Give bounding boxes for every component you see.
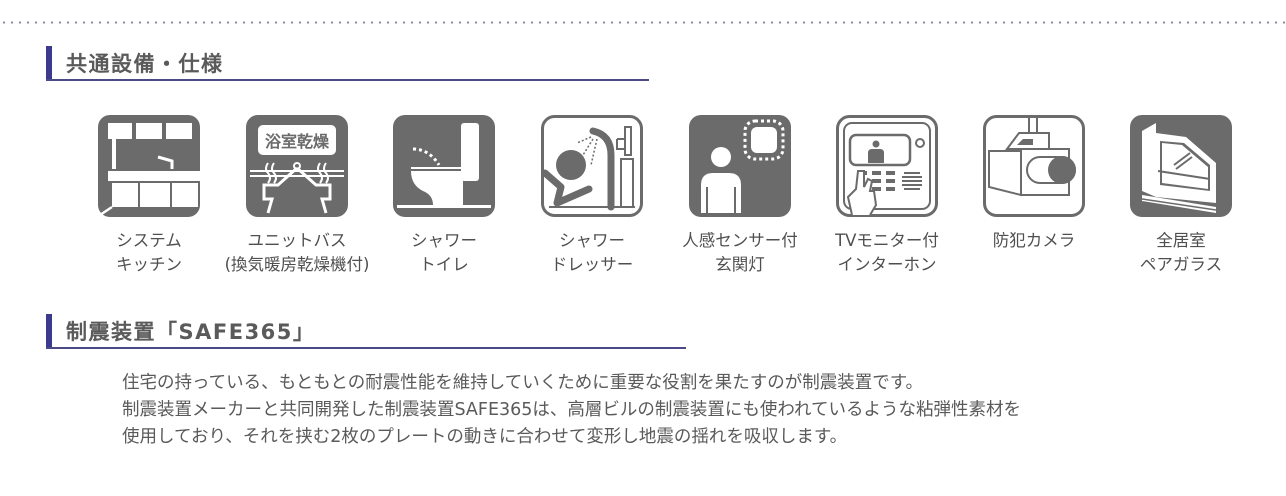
- tv-intercom-icon: [836, 115, 938, 217]
- equipment-item-unit-bath: 浴室乾燥 ユニットバス (換気暖房乾燥機付): [222, 115, 372, 277]
- equipment-label: シャワー トイレ: [411, 231, 477, 274]
- security-camera-icon: [983, 115, 1085, 217]
- equipment-label: 人感センサー付 玄関灯: [682, 231, 798, 274]
- equipment-item-shower-toilet: シャワー トイレ: [369, 115, 519, 277]
- heading-underline: [46, 347, 686, 349]
- equipment-item-security-camera: 防犯カメラ: [959, 115, 1109, 253]
- equipment-label: 全居室 ペアガラス: [1139, 231, 1223, 274]
- heading-underline: [46, 79, 649, 81]
- heading-title: 共通設備・仕様: [66, 52, 224, 76]
- paragraph-line: 制震装置メーカーと共同開発した制震装置SAFE365は、高層ビルの制震装置にも使…: [122, 400, 1022, 420]
- paragraph-line: 住宅の持っている、もともとの耐震性能を維持していくために重要な役割を果たすのが制…: [122, 373, 923, 393]
- shower-toilet-icon: [393, 115, 495, 217]
- paragraph-line: 使用しており、それを挟む2枚のプレートの動きに合わせて変形し地震の揺れを吸収しま…: [122, 427, 848, 447]
- shower-dresser-icon: [541, 115, 643, 217]
- system-kitchen-icon: [98, 115, 200, 217]
- equipment-label: 防犯カメラ: [992, 231, 1076, 250]
- equipment-item-pair-glass: 全居室 ペアガラス: [1106, 115, 1256, 277]
- pair-glass-icon: [1130, 115, 1232, 217]
- equipment-label: TVモニター付 インターホン: [835, 231, 939, 274]
- dotted-divider: [0, 21, 1286, 24]
- heading-title: 制震装置「SAFE365」: [66, 320, 316, 344]
- equipment-item-shower-dresser: シャワー ドレッサー: [517, 115, 667, 277]
- equipment-label: システム キッチン: [116, 231, 182, 274]
- heading-accent-bar: [46, 314, 52, 349]
- heading-accent-bar: [46, 46, 52, 81]
- equipment-label: シャワー ドレッサー: [550, 231, 634, 274]
- equipment-item-tv-intercom: TVモニター付 インターホン: [812, 115, 962, 277]
- section-heading-seismic-damper: 制震装置「SAFE365」: [46, 314, 686, 349]
- motion-sensor-light-icon: [689, 115, 791, 217]
- equipment-item-sensor-light: 人感センサー付 玄関灯: [665, 115, 815, 277]
- section-heading-common-equipment: 共通設備・仕様: [46, 46, 649, 81]
- bathroom-dryer-icon: 浴室乾燥: [246, 115, 348, 217]
- equipment-item-kitchen: システム キッチン: [74, 115, 224, 277]
- seismic-damper-description: 住宅の持っている、もともとの耐震性能を維持していくために重要な役割を果たすのが制…: [122, 370, 1021, 451]
- svg-text:浴室乾燥: 浴室乾燥: [265, 132, 330, 151]
- equipment-label: ユニットバス (換気暖房乾燥機付): [224, 231, 370, 274]
